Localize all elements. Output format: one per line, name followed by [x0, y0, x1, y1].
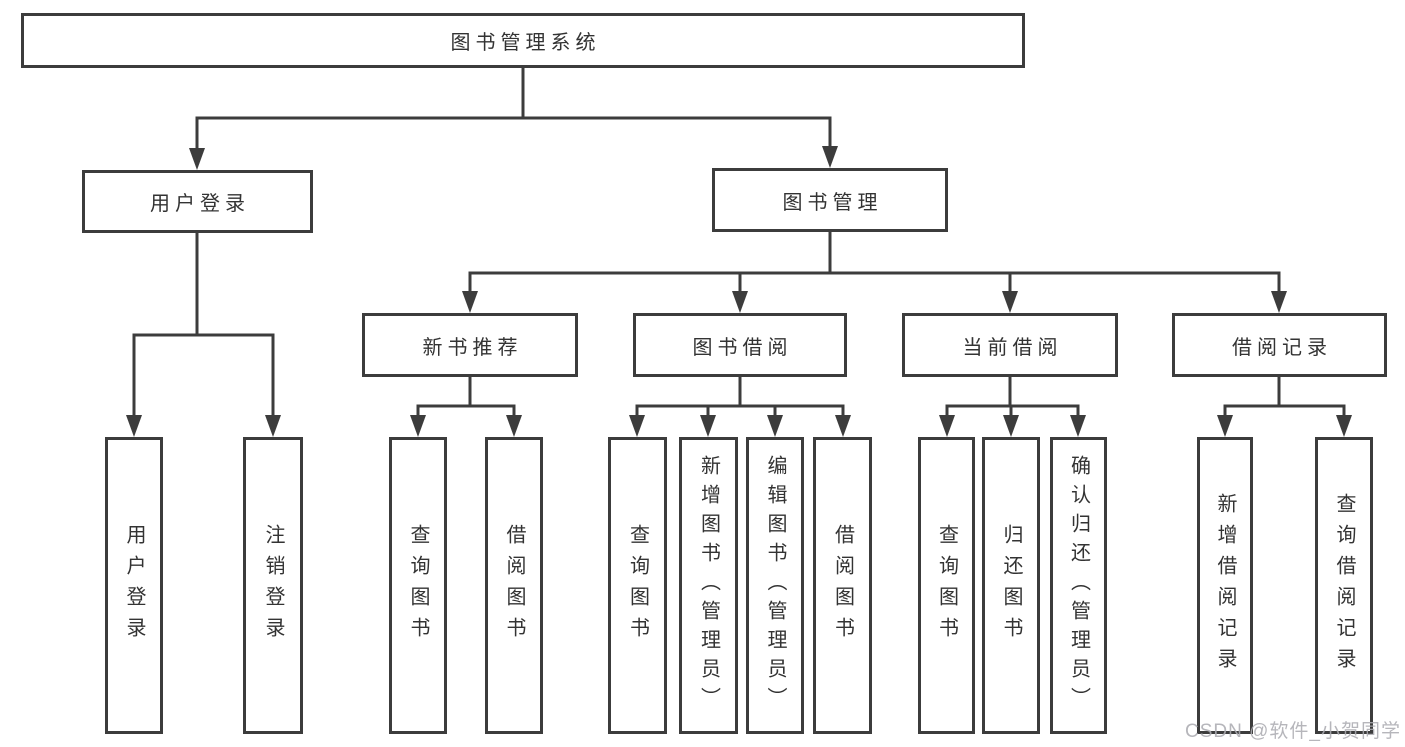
- arrowhead-icon: [629, 415, 645, 437]
- node-leaf-bb-borrow-label: 借阅图书: [831, 523, 854, 648]
- node-leaf-br-query: 查询借阅记录: [1315, 437, 1373, 734]
- arrowhead-icon: [732, 291, 748, 313]
- node-leaf-cb-query-label: 查询图书: [935, 523, 958, 648]
- node-user-login-label: 用户登录: [150, 193, 250, 215]
- node-root: 图书管理系统: [21, 13, 1025, 68]
- node-book-mgmt: 图书管理: [712, 168, 948, 232]
- node-book-borrow: 图书借阅: [633, 313, 847, 377]
- node-user-login: 用户登录: [82, 170, 313, 233]
- arrowhead-icon: [939, 415, 955, 437]
- arrowhead-icon: [767, 415, 783, 437]
- node-leaf-nb-borrow-label: 借阅图书: [503, 523, 525, 648]
- node-leaf-bb-add: 新增图书（管理员）: [679, 437, 738, 734]
- arrowhead-icon: [126, 415, 142, 437]
- arrowhead-icon: [265, 415, 281, 437]
- arrowhead-icon: [835, 415, 851, 437]
- arrowhead-icon: [1070, 415, 1086, 437]
- node-book-borrow-label: 图书借阅: [692, 336, 793, 359]
- node-new-books: 新书推荐: [362, 313, 578, 377]
- node-leaf-br-query-label: 查询借阅记录: [1333, 492, 1355, 679]
- connector-borrow-records: [1223, 377, 1346, 418]
- watermark: CSDN @软件_小贺同学: [1185, 721, 1401, 742]
- connector-book-mgmt: [468, 232, 1281, 293]
- node-new-books-label: 新书推荐: [422, 336, 523, 359]
- arrowhead-icon: [189, 148, 205, 170]
- node-leaf-bb-edit-label: 编辑图书（管理员）: [764, 455, 786, 716]
- connector-root-to-level1: [195, 68, 832, 150]
- arrowhead-icon: [1217, 415, 1233, 437]
- arrowhead-icon: [410, 415, 426, 437]
- node-leaf-bb-add-label: 新增图书（管理员）: [697, 455, 720, 716]
- node-book-mgmt-label: 图书管理: [782, 191, 883, 214]
- node-leaf-cb-return-label: 归还图书: [1000, 523, 1022, 648]
- arrowhead-icon: [1003, 415, 1019, 437]
- arrowhead-icon: [700, 415, 716, 437]
- node-current-borrow-label: 当前借阅: [962, 336, 1063, 359]
- node-leaf-br-add-label: 新增借阅记录: [1214, 492, 1236, 679]
- arrowhead-icon: [462, 291, 478, 313]
- node-borrow-records: 借阅记录: [1172, 313, 1387, 377]
- node-borrow-records-label: 借阅记录: [1232, 336, 1332, 359]
- node-leaf-bb-borrow: 借阅图书: [813, 437, 872, 734]
- node-leaf-nb-query-label: 查询图书: [407, 523, 429, 648]
- node-root-label: 图书管理系统: [450, 32, 601, 54]
- node-leaf-cb-return: 归还图书: [982, 437, 1040, 734]
- connector-user-login: [132, 233, 275, 417]
- arrowhead-icon: [1002, 291, 1018, 313]
- arrowhead-icon: [1271, 291, 1287, 313]
- arrowhead-icon: [822, 146, 838, 168]
- node-leaf-bb-edit: 编辑图书（管理员）: [746, 437, 804, 734]
- node-leaf-br-add: 新增借阅记录: [1197, 437, 1253, 734]
- connector-book-borrow: [635, 377, 845, 418]
- arrowhead-icon: [506, 415, 522, 437]
- connector-new-books: [416, 377, 516, 418]
- node-leaf-nb-query: 查询图书: [389, 437, 447, 734]
- node-leaf-bb-query-label: 查询图书: [626, 523, 649, 648]
- node-leaf-logout: 注销登录: [243, 437, 303, 734]
- node-leaf-logout-label: 注销登录: [262, 523, 284, 648]
- node-current-borrow: 当前借阅: [902, 313, 1118, 377]
- connector-current-borrow: [945, 377, 1080, 418]
- node-leaf-cb-confirm-label: 确认归还（管理员）: [1067, 455, 1090, 716]
- node-leaf-user-login: 用户登录: [105, 437, 163, 734]
- node-leaf-user-login-label: 用户登录: [123, 523, 145, 648]
- node-leaf-bb-query: 查询图书: [608, 437, 667, 734]
- node-leaf-nb-borrow: 借阅图书: [485, 437, 543, 734]
- arrowhead-icon: [1336, 415, 1352, 437]
- node-leaf-cb-query: 查询图书: [918, 437, 975, 734]
- node-leaf-cb-confirm: 确认归还（管理员）: [1050, 437, 1107, 734]
